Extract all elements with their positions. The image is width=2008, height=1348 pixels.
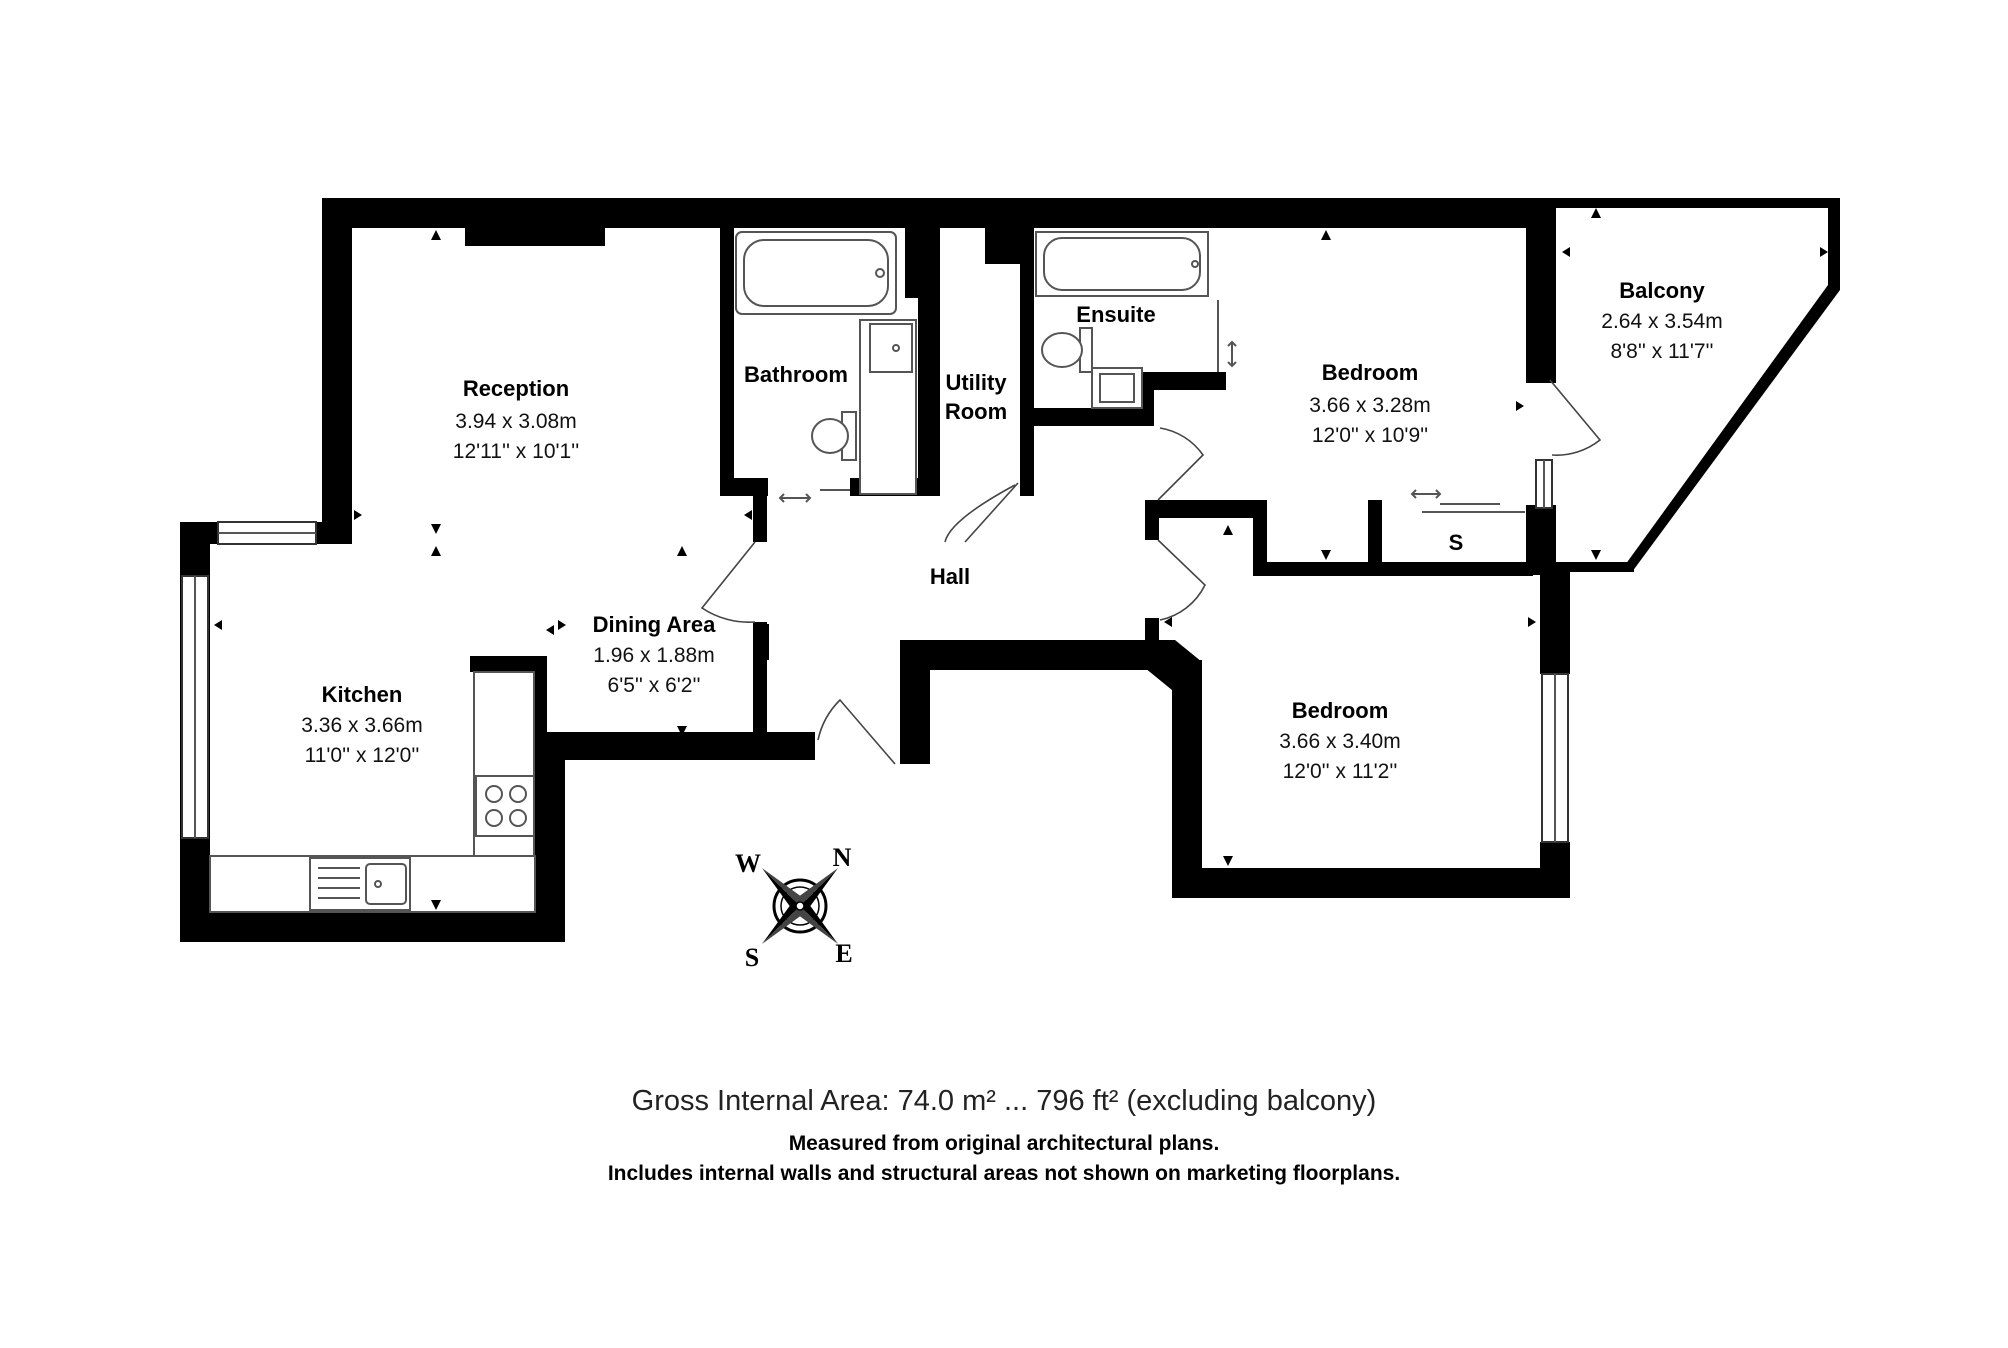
fixtures — [209, 231, 1525, 913]
bedroom2-imperial: 12'0'' x 11'2'' — [1283, 760, 1398, 783]
kitchen-label: Kitchen — [322, 682, 403, 707]
dining-metric: 1.96 x 1.88m — [593, 644, 714, 667]
reception-label: Reception — [463, 376, 569, 401]
compass-west-letter: W — [735, 849, 761, 878]
compass: N W S E — [735, 843, 853, 972]
balcony-imperial: 8'8'' x 11'7'' — [1610, 340, 1713, 363]
utility-label-line1: Utility — [945, 370, 1007, 395]
kitchen-imperial: 11'0'' x 12'0'' — [305, 744, 420, 767]
ensuite-label: Ensuite — [1076, 302, 1155, 327]
kitchen-hob — [475, 775, 535, 837]
compass-north-letter: N — [833, 843, 852, 872]
compass-north-arrow — [800, 868, 838, 912]
bedroom1-label: Bedroom — [1322, 360, 1419, 385]
reception-metric: 3.94 x 3.08m — [455, 410, 576, 433]
bedroom1-metric: 3.66 x 3.28m — [1309, 394, 1430, 417]
utility-label-line2: Room — [945, 399, 1007, 424]
ensuite-toilet — [1041, 332, 1083, 368]
bathroom-basin — [869, 323, 913, 373]
compass-east-letter: E — [835, 939, 852, 968]
walls — [180, 198, 1840, 942]
reception-imperial: 12'11'' x 10'1'' — [453, 440, 579, 463]
measurement-note: Measured from original architectural pla… — [788, 1132, 1220, 1155]
doors — [700, 379, 1602, 765]
bathroom-toilet — [811, 418, 849, 454]
hall-label: Hall — [930, 564, 970, 589]
bathroom-label: Bathroom — [744, 362, 848, 387]
dining-imperial: 6'5'' x 6'2'' — [608, 674, 701, 697]
bedroom2-metric: 3.66 x 3.40m — [1279, 730, 1400, 753]
store-label: S — [1449, 530, 1464, 555]
dining-label: Dining Area — [593, 612, 716, 637]
gross-internal-area: Gross Internal Area: 74.0 m² ... 796 ft²… — [631, 1085, 1377, 1117]
compass-south-letter: S — [745, 943, 759, 972]
kitchen-metric: 3.36 x 3.66m — [301, 714, 422, 737]
disclaimer-note: Includes internal walls and structural a… — [607, 1162, 1401, 1185]
room-labels: Reception 3.94 x 3.08m 12'11'' x 10'1'' … — [301, 278, 1722, 783]
bedroom2-label: Bedroom — [1292, 698, 1389, 723]
balcony-metric: 2.64 x 3.54m — [1601, 310, 1722, 333]
dimension-arrows — [214, 208, 1828, 910]
footer: Gross Internal Area: 74.0 m² ... 796 ft²… — [0, 1085, 2008, 1192]
bedroom1-imperial: 12'0'' x 10'9'' — [1312, 424, 1428, 447]
windows — [181, 459, 1569, 843]
balcony-label: Balcony — [1619, 278, 1705, 303]
